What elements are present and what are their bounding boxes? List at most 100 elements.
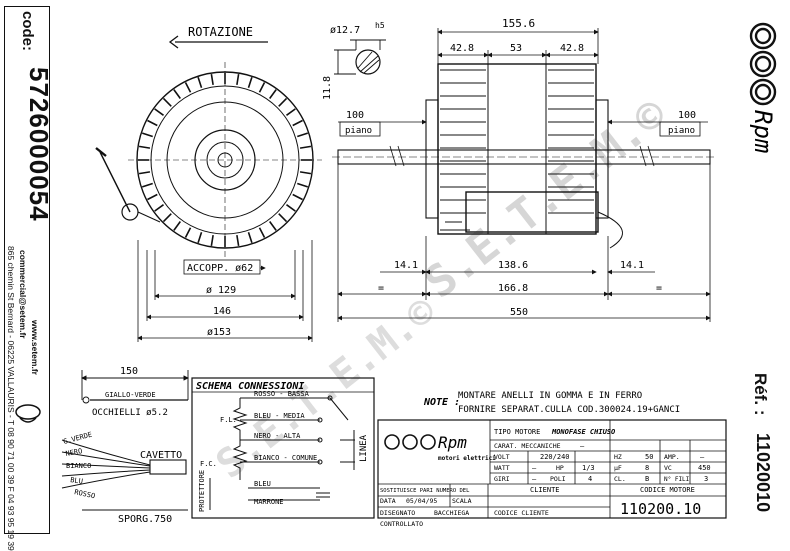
dim-153: ø153 [207,327,231,338]
plane-right: piano [668,126,695,136]
amp-value: — [700,453,705,461]
schema-marrone: MARRONE [254,498,284,506]
code-sidebar: code: 5726000054 [4,6,54,534]
front-fin [269,89,277,99]
occhielli-label: OCCHIELLI ø5.2 [92,408,168,418]
controllato-label: CONTROLLATO [380,520,423,528]
schema-nero-alta: NERO - ALTA [254,432,301,440]
front-fin [292,119,303,127]
hp-value: 1/3 [582,464,595,472]
motor-side-view [332,63,716,249]
giri-value: — [532,475,537,483]
front-fin [292,193,303,201]
right-brand-logo [749,22,777,106]
front-fin [154,204,164,212]
tipo-motore-label: TIPO MOTORE [494,428,540,436]
ref-label: Réf. : [751,373,770,416]
front-fin [236,73,240,86]
wire-bianco: BIANCO [66,462,91,470]
front-fin [278,213,288,223]
codice-motore-value: 110200.10 [620,500,701,518]
dim-seg-mid: 53 [510,43,522,54]
schema-blu: BLEU [254,480,271,488]
dim-body-len: 138.6 [498,260,528,271]
title-brand-sub: motori elettrici [438,455,496,462]
code-label: code: [19,11,36,52]
dim-frame-len: 166.8 [498,283,528,294]
dim-eq-left: = [378,283,384,294]
watt-value: — [532,464,537,472]
dim-shaft-right: 100 [678,110,696,121]
schema-title: SCHEMA CONNESSIONI [196,381,304,392]
front-fin [297,132,308,138]
rotation-indicator: ROTAZIONE [168,25,268,49]
dim-seg-right: 42.8 [560,43,584,54]
sostituisce-label: SOSTITUISCE PARI NUMERO DEL [380,488,470,494]
front-fin [162,97,172,107]
note-line-2: FORNIRE SEPARAT.CULLA COD.300024.19+GANC… [458,405,680,415]
cl-label: CL. [614,475,626,483]
front-fin [258,82,266,93]
front-fin [236,234,240,247]
vc-label: VC [664,464,672,472]
wire-blu: BLU [70,476,84,486]
dim-shaft-left: 100 [346,110,364,121]
motor-front-view [95,62,322,260]
front-fin [197,232,203,243]
note-line-1: MONTARE ANELLI IN GOMMA E IN FERRO [458,391,642,401]
front-fin [258,227,266,238]
front-fin [147,193,158,201]
sporg-label: SPORG.750 [118,514,172,525]
wire-nero: NERO [65,447,83,458]
hp-label: HP [556,464,564,472]
schema-fl: F.L. [220,416,237,424]
wire-rosso: ROSSO [74,488,96,500]
schema-linea: LINEA [359,434,369,462]
coupling-box [183,259,261,275]
right-brand: Rpm [749,110,777,153]
schema-box [191,377,375,519]
front-fin [278,97,288,107]
title-block [377,419,727,519]
data-label: DATA [380,497,396,505]
front-fin [210,73,214,86]
dim-total-body: 155.6 [502,17,535,30]
uf-value: 8 [645,464,649,472]
scala-label: SCALA [452,497,472,505]
title-brand: Rpm [438,433,467,452]
front-fin [154,108,164,116]
rotation-label: ROTAZIONE [188,25,253,39]
poli-label: POLI [550,475,566,483]
dim-129: ø 129 [206,285,236,296]
key-height: 11.8 [322,76,333,100]
codice-cliente-label: CODICE CLIENTE [494,509,549,517]
wire-giallo-verde: GIALLO-VERDE [105,391,156,399]
schema-bianco-comune: BIANCO - COMUNE [254,454,317,462]
disegnato-label: DISEGNATO [380,509,415,517]
setem-logo [15,404,41,423]
front-fin [142,182,153,188]
front-fin [184,227,192,238]
shaft-section [334,39,386,75]
cavetto-label: CAVETTO [140,450,182,461]
front-fin [173,221,181,231]
front-fin [297,182,308,188]
cliente-label: CLIENTE [530,486,560,494]
schema-blu-media: BLEU - MEDIA [254,412,305,420]
watt-label: WATT [494,464,510,472]
wire-g-verde: G.VERDE [62,431,93,446]
front-fin [197,77,203,88]
front-fin [138,171,151,175]
front-fin [247,232,253,243]
dim-146: 146 [213,306,231,317]
note-label: NOTE : [423,397,460,408]
data-value: 05/04/95 [406,497,437,505]
codice-motore-label: CODICE MOTORE [640,486,695,494]
shaft-diameter: ø12.7 [330,25,360,36]
dim-seg-left: 42.8 [450,43,474,54]
front-fin [138,145,151,149]
front-fin [147,119,158,127]
front-fin [210,234,214,247]
cl-value: B [645,475,649,483]
